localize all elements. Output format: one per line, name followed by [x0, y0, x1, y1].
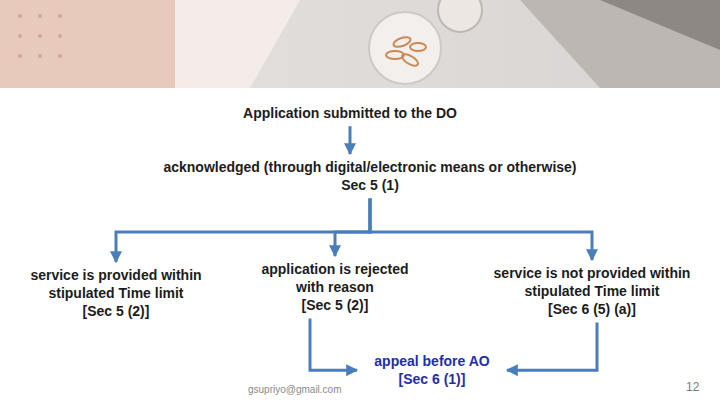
flow-arrow — [335, 198, 370, 256]
node-text: appeal before AO — [363, 352, 501, 370]
dark-sheet — [600, 0, 720, 50]
flow-step: service is not provided within stipulate… — [467, 260, 717, 323]
flow-arrow — [310, 319, 357, 371]
pink-paper — [0, 0, 175, 88]
node-text: Sec 5 (1) — [121, 176, 619, 194]
paper-clips — [386, 35, 426, 68]
glass-jar — [369, 12, 441, 84]
paper-dots — [18, 14, 62, 58]
flow-step: application is rejected with reason[Sec … — [240, 256, 430, 319]
grey-sheet — [520, 0, 720, 88]
node-text: acknowledged (through digital/electronic… — [121, 158, 619, 176]
flow-step: appeal before AO[Sec 6 (1)] — [357, 348, 507, 392]
node-text: [Sec 6 (1)] — [363, 370, 501, 388]
node-text: service is provided within stipulated Ti… — [15, 266, 218, 302]
page-number: 12 — [686, 380, 699, 394]
node-text: [Sec 5 (2)] — [246, 296, 424, 314]
flow-step: acknowledged (through digital/electronic… — [115, 154, 625, 198]
flow-arrow — [116, 198, 370, 262]
flow-arrow — [370, 198, 592, 260]
node-text: Application submitted to the DO — [186, 104, 514, 122]
author-email: gsupriyo@gmail.com — [248, 384, 342, 395]
desk-ground — [0, 0, 720, 88]
node-text: [Sec 5 (2)] — [15, 302, 218, 320]
node-text: application is rejected with reason — [246, 260, 424, 296]
node-text: service is not provided within stipulate… — [473, 264, 711, 300]
node-text: [Sec 6 (5) (a)] — [473, 300, 711, 318]
flow-step: service is provided within stipulated Ti… — [9, 262, 224, 325]
jar-lid — [438, 0, 482, 32]
flow-arrow — [349, 126, 352, 154]
flow-arrow — [507, 323, 597, 371]
white-card — [175, 0, 300, 88]
flow-step: Application submitted to the DO — [180, 100, 520, 126]
